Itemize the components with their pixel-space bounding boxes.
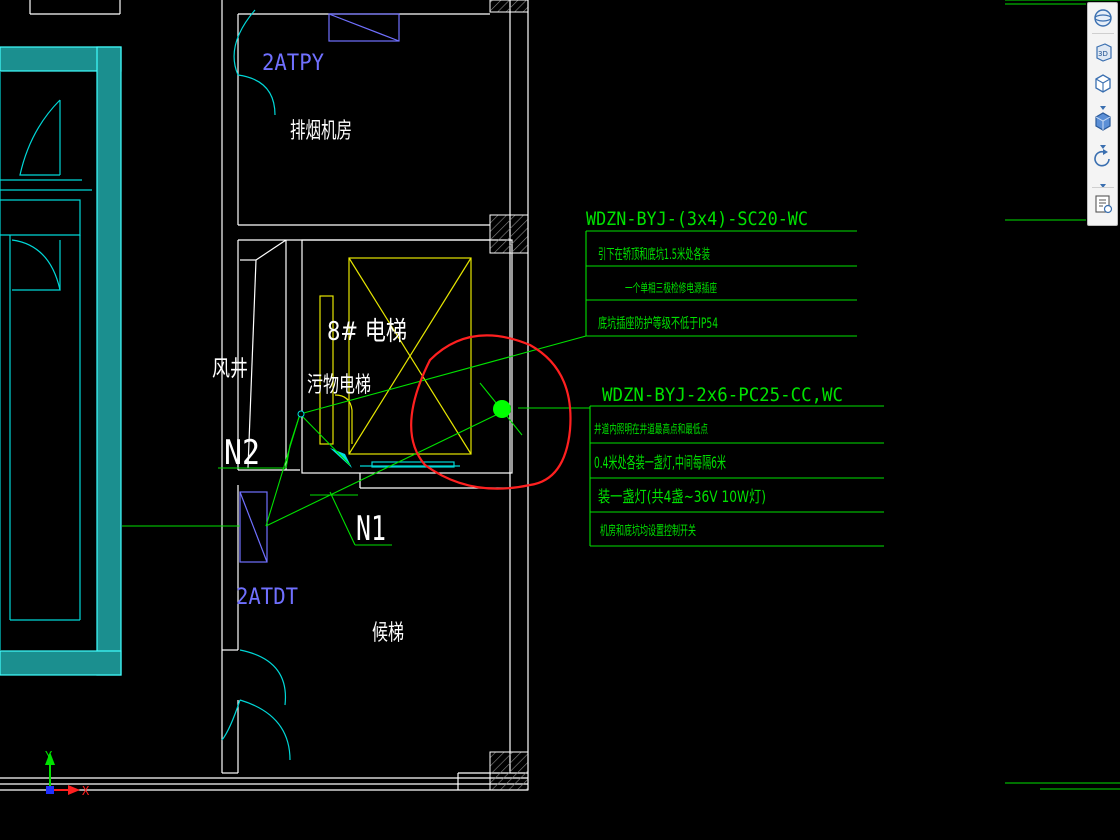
callout-top-line-2: 一个单相三极检修电源插座 — [625, 280, 717, 295]
regen-dropdown[interactable] — [1096, 175, 1110, 188]
label-dirty-elevator: 污物电梯 — [307, 373, 371, 398]
view-dropdown[interactable] — [1096, 97, 1110, 110]
left-building-outline — [0, 46, 122, 676]
orbit-icon — [1094, 9, 1112, 27]
orbit-button[interactable] — [1091, 7, 1115, 29]
view-cube-icon — [1095, 74, 1111, 93]
revision-cloud — [410, 334, 572, 490]
properties-button[interactable] — [1091, 193, 1115, 215]
label-node-n2: N2 — [224, 433, 260, 473]
navigation-bar: 3D — [1087, 2, 1118, 226]
label-panel-top: 2ATPY — [262, 51, 324, 76]
3d-view-button[interactable]: 3D — [1091, 41, 1115, 63]
3d-view-icon: 3D — [1096, 43, 1112, 62]
callout-top-line-3: 底坑插座防护等级不低于IP54 — [598, 315, 718, 332]
callout-bottom-header: WDZN-BYJ-2x6-PC25-CC,WC — [602, 384, 843, 406]
callout-bottom-line-1: 井道内照明在井道最高点和最低点 — [594, 421, 708, 436]
label-node-n1: N1 — [356, 509, 386, 549]
chevron-down-icon — [1100, 184, 1106, 188]
properties-icon — [1095, 195, 1113, 214]
chevron-down-icon — [1100, 106, 1106, 110]
callout-top-line-1: 引下在轿顶和底坑1.5米处各装 — [598, 247, 710, 263]
elevator-door — [360, 461, 460, 468]
wire-node — [297, 410, 305, 418]
callout-bottom-line-2: 0.4米处各装一盏灯,中间每隔6米 — [594, 453, 726, 472]
callout-bottom-line-3: 装一盏灯(共4盏~36V 10W灯) — [598, 487, 766, 506]
electrical-panels — [239, 13, 400, 563]
callout-bottom-line-4: 机房和底坑均设置控制开关 — [600, 523, 696, 539]
style-dropdown[interactable] — [1096, 136, 1110, 149]
label-panel-bottom: 2ATDT — [236, 585, 298, 610]
svg-text:3D: 3D — [1098, 50, 1108, 58]
callout-bottom-table — [589, 405, 884, 547]
regen-button[interactable] — [1091, 148, 1115, 170]
lamp-symbols — [330, 440, 478, 468]
visual-style-button[interactable] — [1091, 109, 1115, 131]
ucs-x-label: X — [82, 784, 90, 798]
hatched-columns — [489, 0, 529, 791]
chevron-down-icon — [1100, 145, 1106, 149]
label-smoke-exhaust-room: 排烟机房 — [290, 119, 352, 144]
callout-top-table — [585, 230, 857, 337]
door-swings — [221, 9, 291, 761]
callout-top-header: WDZN-BYJ-(3x4)-SC20-WC — [586, 208, 808, 230]
label-waiting-area: 候梯 — [372, 621, 404, 646]
wiring-lines — [122, 0, 1120, 790]
ucs-y-label: Y — [45, 749, 53, 763]
junction-box[interactable] — [493, 400, 511, 418]
visual-style-icon — [1095, 112, 1111, 131]
view-cube-button[interactable] — [1091, 71, 1115, 93]
ucs-icon: Y X — [45, 749, 90, 798]
elevator-car — [319, 257, 472, 455]
label-air-shaft: 风井 — [212, 357, 248, 382]
label-elevator-8: 8# 电梯 — [327, 317, 407, 347]
regen-icon — [1094, 149, 1110, 167]
